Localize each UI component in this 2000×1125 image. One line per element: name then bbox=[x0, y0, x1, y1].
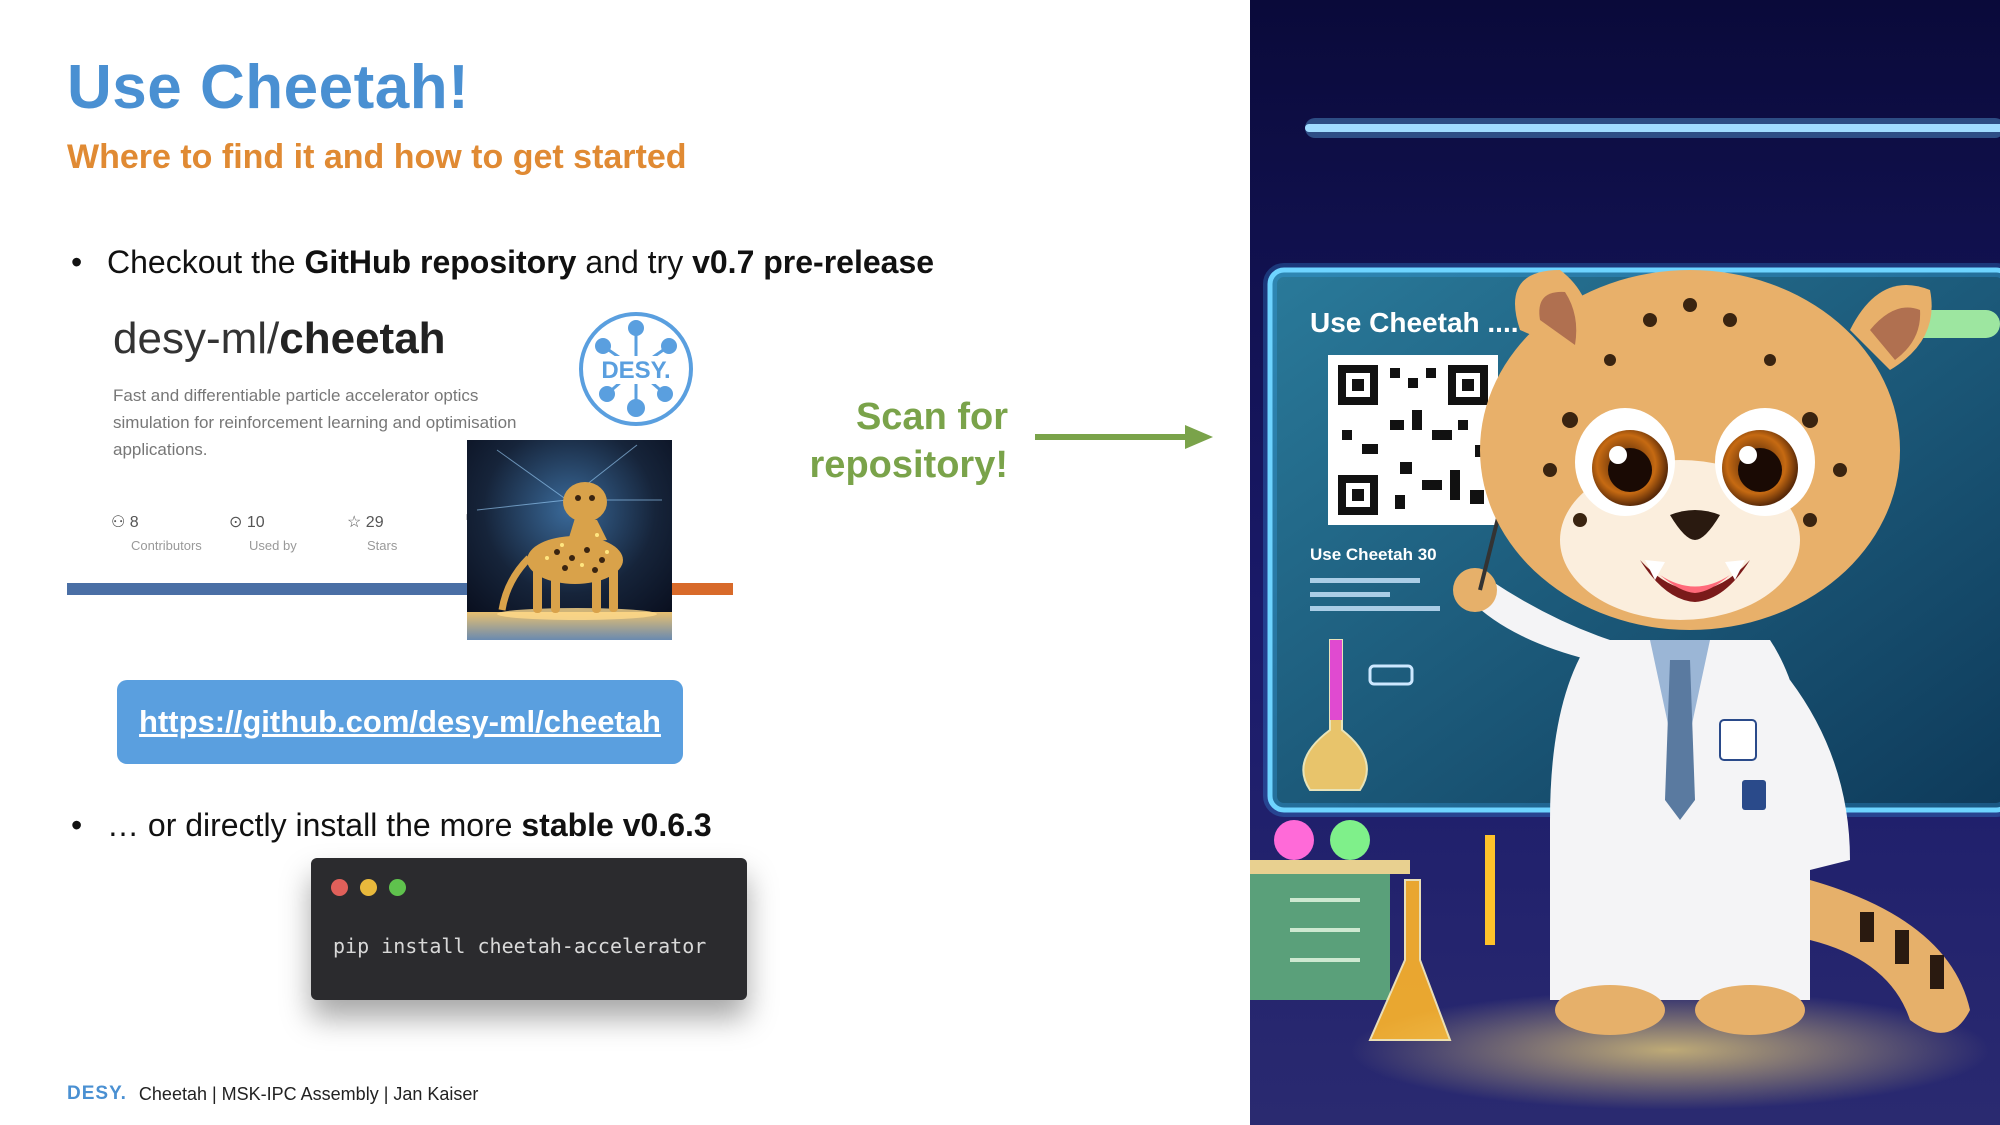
bullet-bold-github: GitHub repository bbox=[304, 244, 577, 280]
repo-stats: ⚇ 8 Contributors ⊙ 10 Used by ☆ 29 Stars… bbox=[111, 512, 553, 553]
scan-line-1: Scan for bbox=[855, 396, 1008, 438]
bullet-bold-version: v0.7 pre-release bbox=[692, 244, 935, 280]
stat-label: Used by bbox=[249, 538, 297, 553]
language-bar-orange bbox=[670, 583, 733, 595]
stat-value: 10 bbox=[246, 514, 265, 531]
repo-name: desy-ml/cheetah bbox=[113, 314, 446, 364]
bullet-dot: • bbox=[71, 244, 83, 280]
people-icon: ⚇ bbox=[111, 514, 126, 531]
screen-caption: Use Cheetah 30 bbox=[1310, 545, 1437, 564]
stat-contributors: ⚇ 8 Contributors bbox=[111, 512, 202, 553]
cheetah-thumbnail-image bbox=[467, 440, 672, 640]
stat-value: 8 bbox=[129, 514, 139, 531]
screen-title: Use Cheetah .... bbox=[1310, 307, 1519, 338]
stat-label: Contributors bbox=[131, 538, 202, 553]
terminal-window: pip install cheetah-accelerator bbox=[311, 858, 747, 1000]
repo-title: cheetah bbox=[279, 314, 446, 363]
desy-logo-icon: DESY. bbox=[579, 312, 693, 426]
bullet-text-pre: … or directly install the more bbox=[107, 807, 522, 843]
repo-description: Fast and differentiable particle acceler… bbox=[113, 386, 517, 459]
bullet-dot: • bbox=[71, 807, 83, 843]
cheetah-scientist-illustration: Use Cheetah .... Use Cheetah 30 bbox=[1250, 0, 2000, 1125]
install-command[interactable]: pip install cheetah-accelerator bbox=[333, 934, 707, 958]
repo-link[interactable]: https://github.com/desy-ml/cheetah bbox=[139, 704, 661, 739]
github-repo-card[interactable]: desy-ml/cheetah Fast and differentiable … bbox=[67, 300, 733, 640]
repo-link-button[interactable]: https://github.com/desy-ml/cheetah bbox=[117, 680, 683, 764]
footer-text: Cheetah | MSK-IPC Assembly | Jan Kaiser bbox=[138, 1083, 479, 1104]
minimize-dot-icon bbox=[360, 879, 377, 896]
stat-value: 29 bbox=[365, 514, 384, 531]
slide-content: Use Cheetah! Where to find it and how to… bbox=[67, 53, 1213, 1105]
bullet-install: • … or directly install the more stable … bbox=[71, 807, 712, 844]
stat-stars: ☆ 29 Stars bbox=[347, 512, 435, 553]
bullet-text-pre: Checkout the bbox=[107, 244, 305, 280]
arrow-right-icon bbox=[1035, 425, 1213, 449]
scan-line-2: repository! bbox=[809, 444, 1008, 486]
repo-owner: desy-ml/ bbox=[113, 314, 280, 363]
stat-label: Stars bbox=[367, 538, 398, 553]
language-bar-blue bbox=[67, 583, 487, 595]
package-icon: ⊙ bbox=[229, 514, 243, 531]
close-dot-icon bbox=[331, 879, 348, 896]
desy-logo-text: DESY. bbox=[601, 357, 670, 384]
footer: DESY. Cheetah | MSK-IPC Assembly | Jan K… bbox=[67, 1083, 478, 1105]
bullet-bold-stable: stable v0.6.3 bbox=[521, 807, 712, 843]
slide-title: Use Cheetah! bbox=[67, 53, 470, 122]
bullet-text-mid: and try bbox=[576, 244, 693, 280]
bullet-github: • Checkout the GitHub repository and try… bbox=[71, 244, 935, 281]
star-icon: ☆ bbox=[347, 514, 362, 531]
footer-desy-logo: DESY. bbox=[67, 1083, 127, 1104]
scan-callout: Scan for repository! bbox=[780, 393, 1008, 489]
slide-subtitle: Where to find it and how to get started bbox=[67, 138, 687, 176]
maximize-dot-icon bbox=[389, 879, 406, 896]
stat-used-by: ⊙ 10 Used by bbox=[229, 512, 317, 553]
